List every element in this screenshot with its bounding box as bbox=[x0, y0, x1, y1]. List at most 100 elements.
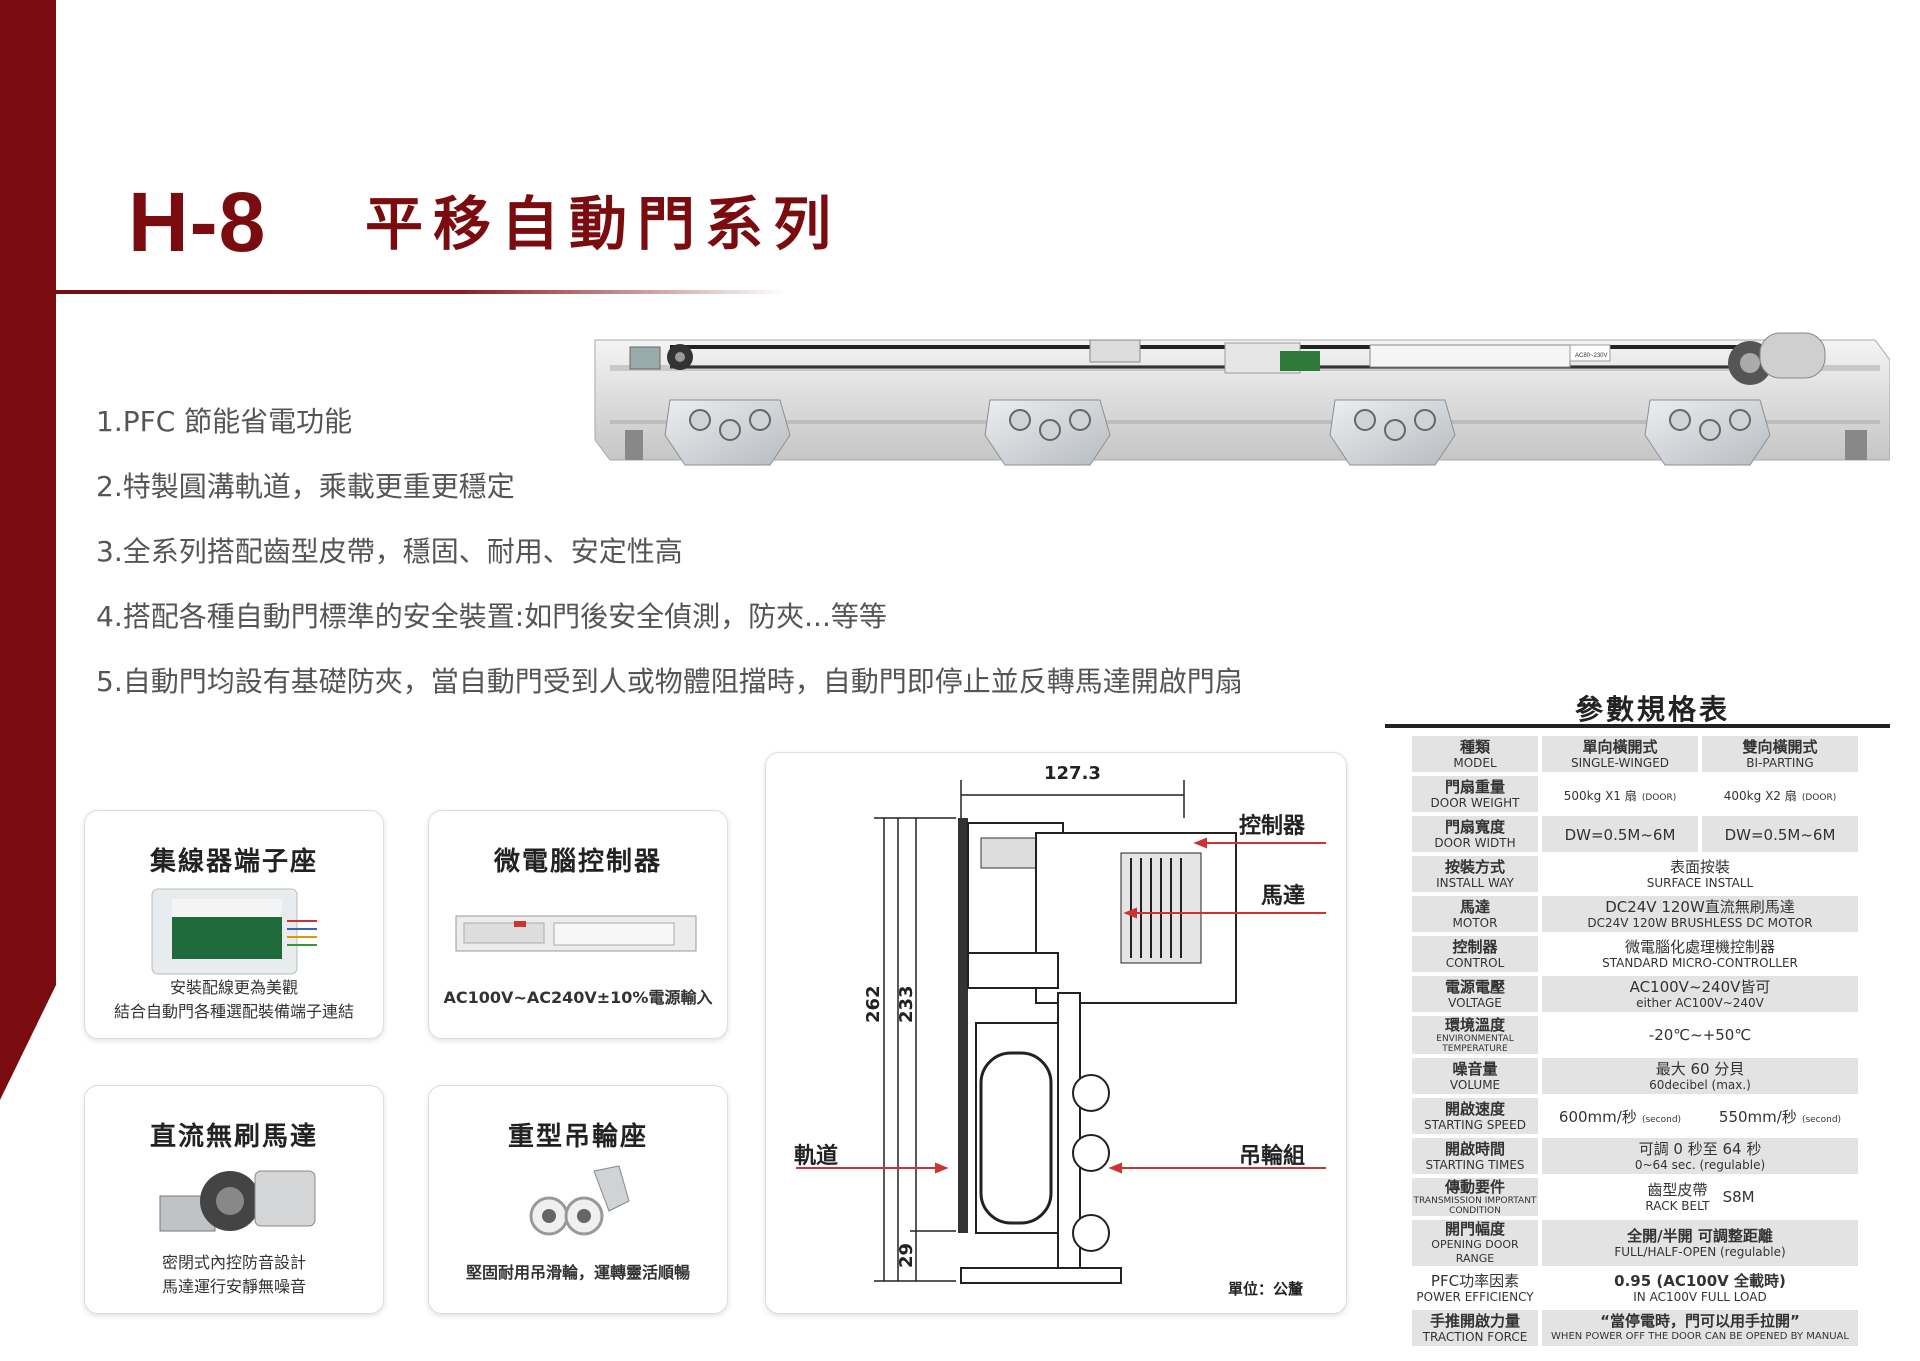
spec-value: 雙向橫開式 bbox=[1742, 738, 1818, 756]
spec-value: 表面按裝 bbox=[1669, 858, 1730, 876]
spec-value: DW=0.5M~6M bbox=[1724, 825, 1836, 844]
spec-value: 單向橫開式 bbox=[1582, 738, 1658, 756]
spec-value: DC24V 120W直流無刷馬達 bbox=[1605, 898, 1795, 916]
spec-key-en: STARTING SPEED bbox=[1424, 1118, 1526, 1132]
spec-value-en: IN AC100V FULL LOAD bbox=[1633, 1290, 1767, 1304]
model-title: H-8 bbox=[128, 175, 267, 269]
spec-key: 開門幅度 bbox=[1444, 1220, 1505, 1238]
spec-value-en: (DOOR) bbox=[1801, 792, 1837, 803]
card-desc-line: AC100V~AC240V±10%電源輸入 bbox=[443, 988, 713, 1007]
spec-value: 0.95 (AC100V 全載時) bbox=[1614, 1272, 1786, 1290]
spec-key-en: ENVIRONMENTAL TEMPERATURE bbox=[1436, 1034, 1514, 1054]
spec-key-en: VOLUME bbox=[1449, 1078, 1501, 1092]
label-track: 軌道 bbox=[794, 1144, 839, 1169]
cross-section-diagram: 127.3 262 233 29 控制器 馬達 軌道 吊輪組 單位：公釐 bbox=[765, 752, 1347, 1314]
label-controller: 控制器 bbox=[1239, 814, 1306, 839]
card-controller: 微電腦控制器 AC100V~AC240V±10%電源輸入 bbox=[428, 810, 728, 1039]
feature-item: 2.特製圓溝軌道，乘載更重更穩定 bbox=[96, 470, 515, 503]
card-desc-line: 馬達運行安靜無噪音 bbox=[161, 1277, 306, 1296]
spec-key-en: OPENING DOOR RANGE bbox=[1431, 1238, 1519, 1265]
feature-item: 5.自動門均設有基礎防夾，當自動門受到人或物體阻擋時，自動門即停止並反轉馬達開啟… bbox=[96, 665, 1243, 698]
spec-value-en: SURFACE INSTALL bbox=[1646, 876, 1754, 890]
spec-key: PFC功率因素 bbox=[1430, 1272, 1520, 1290]
card-title: 集線器端子座 bbox=[149, 847, 318, 877]
card-desc-line: 堅固耐用吊滑輪，運轉靈活順暢 bbox=[465, 1263, 690, 1282]
card-brushless-motor: 直流無刷馬達 密閉式內控防音設計 馬達運行安靜無噪音 bbox=[84, 1085, 384, 1314]
spec-value-en: WHEN POWER OFF THE DOOR CAN BE OPENED BY… bbox=[1551, 1331, 1849, 1342]
spec-key: 環境溫度 bbox=[1444, 1016, 1505, 1034]
spec-key-en: TRACTION FORCE bbox=[1422, 1330, 1528, 1344]
spec-value: AC100V~240V皆可 bbox=[1629, 978, 1771, 996]
spec-value-en: 0~64 sec. (regulable) bbox=[1634, 1158, 1766, 1172]
spec-key-en: DOOR WIDTH bbox=[1434, 836, 1516, 850]
label-roller-assembly: 吊輪組 bbox=[1239, 1144, 1306, 1169]
spec-value: 500kg X1 扇 bbox=[1563, 788, 1637, 803]
card-title: 重型吊輪座 bbox=[507, 1122, 648, 1152]
spec-key-en: MOTOR bbox=[1452, 916, 1498, 930]
card-terminal-block: 集線器端子座 安裝配線更為美觀 結合自動門各種選配裝備端子連結 bbox=[84, 810, 384, 1039]
spec-key: 門扇重量 bbox=[1444, 778, 1505, 796]
spec-key-en: TRANSMISSION IMPORTANT CONDITION bbox=[1413, 1196, 1537, 1216]
feature-item: 1.PFC 節能省電功能 bbox=[96, 405, 353, 438]
card-desc-line: 密閉式內控防音設計 bbox=[161, 1253, 306, 1272]
spec-key: 按裝方式 bbox=[1444, 858, 1505, 876]
spec-value-en: STANDARD MICRO-CONTROLLER bbox=[1602, 956, 1798, 970]
spec-key-en: INSTALL WAY bbox=[1436, 876, 1514, 890]
controller-image bbox=[455, 915, 697, 952]
spec-key: 手推開啟力量 bbox=[1429, 1312, 1520, 1330]
spec-value: “當停電時，門可以用手拉開” bbox=[1600, 1312, 1800, 1330]
spec-value-en: (DOOR) bbox=[1641, 792, 1677, 803]
spec-value-en: SINGLE-WINGED bbox=[1570, 756, 1670, 770]
spec-value-extra: S8M bbox=[1722, 1188, 1755, 1206]
spec-value-en: FULL/HALF-OPEN (regulable) bbox=[1614, 1245, 1786, 1259]
series-title: 平移自動門系列 bbox=[365, 190, 842, 258]
spec-value: 550mm/秒 bbox=[1718, 1107, 1797, 1126]
card-title: 微電腦控制器 bbox=[493, 847, 662, 877]
feature-item: 3.全系列搭配齒型皮帶，穩固、耐用、安定性高 bbox=[96, 535, 683, 568]
feature-list: 1.PFC 節能省電功能 2.特製圓溝軌道，乘載更重更穩定 3.全系列搭配齒型皮… bbox=[96, 402, 1396, 727]
card-desc-line: 結合自動門各種選配裝備端子連結 bbox=[113, 1002, 354, 1021]
spec-key-en: STARTING TIMES bbox=[1425, 1158, 1525, 1172]
spec-key-en: CONTROL bbox=[1445, 956, 1505, 970]
spec-key: 控制器 bbox=[1452, 938, 1498, 956]
spec-title: 參數規格表 bbox=[1575, 693, 1731, 726]
spec-value-en: (second) bbox=[1801, 1114, 1842, 1125]
spec-key: 種類 bbox=[1459, 738, 1490, 756]
spec-value: 微電腦化處理機控制器 bbox=[1624, 938, 1775, 956]
spec-value: DW=0.5M~6M bbox=[1564, 825, 1676, 844]
label-motor: 馬達 bbox=[1261, 884, 1306, 909]
spec-value: 可調 0 秒至 64 秒 bbox=[1638, 1140, 1762, 1158]
width-dimension: 127.3 bbox=[1044, 763, 1101, 784]
feature-item: 4.搭配各種自動門標準的安全裝置:如門後安全偵測，防夾...等等 bbox=[96, 600, 887, 633]
spec-key-en: VOLTAGE bbox=[1448, 996, 1502, 1010]
spec-key: 門扇寬度 bbox=[1444, 818, 1505, 836]
card-roller-seat: 重型吊輪座 堅固耐用吊滑輪，運轉靈活順暢 bbox=[428, 1085, 728, 1314]
spec-value-en: BI-PARTING bbox=[1746, 756, 1814, 770]
spec-value: 最大 60 分貝 bbox=[1655, 1060, 1745, 1078]
spec-key-en: MODEL bbox=[1453, 756, 1497, 770]
spec-key: 傳動要件 bbox=[1444, 1178, 1505, 1196]
spec-value: 全開/半開 可調整距離 bbox=[1627, 1227, 1773, 1245]
roller-image bbox=[529, 1165, 630, 1236]
spec-key: 電源電壓 bbox=[1444, 978, 1505, 996]
spec-value: 600mm/秒 bbox=[1558, 1107, 1637, 1126]
spec-value-en: 60decibel (max.) bbox=[1649, 1078, 1751, 1092]
door-operator-rail-image: AC80~230V bbox=[594, 332, 1890, 466]
spec-value-en: (second) bbox=[1641, 1114, 1682, 1125]
spec-value-en: RACK BELT bbox=[1645, 1199, 1710, 1213]
card-desc-line: 安裝配線更為美觀 bbox=[169, 978, 298, 997]
